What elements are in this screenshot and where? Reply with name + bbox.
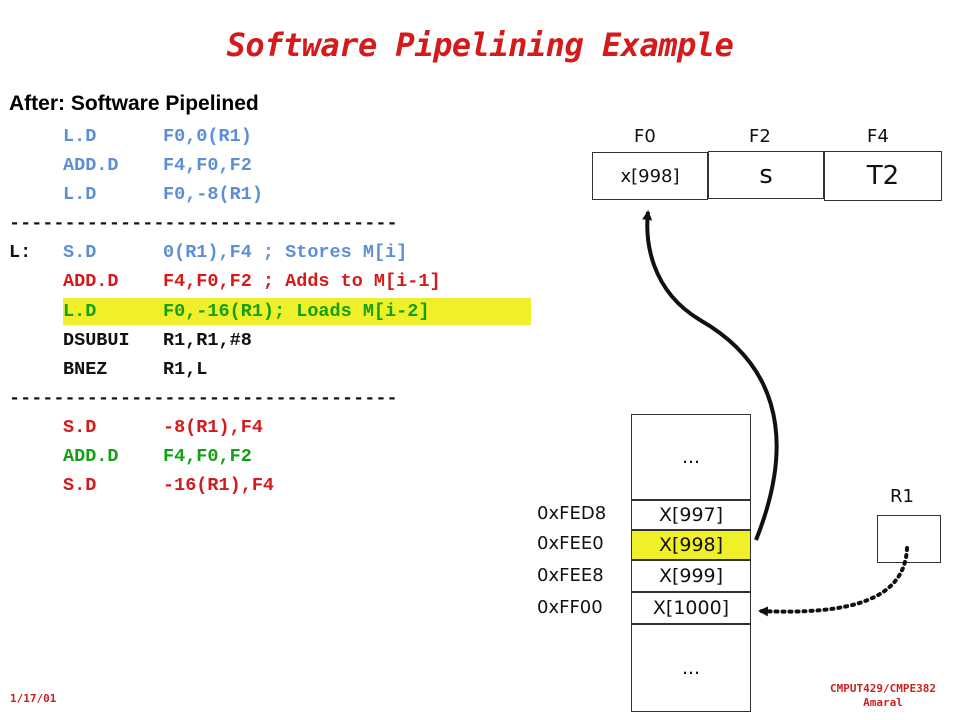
highlight-bar (63, 297, 531, 325)
register-f0: x[998] (592, 152, 708, 200)
code-line-highlighted: L.D F0,-16(R1); Loads M[i-2] (9, 297, 531, 326)
code-args: F4,F0,F2 (163, 446, 252, 468)
memory-cell: X[999] (631, 560, 751, 592)
separator-text: ----------------------------------- (9, 213, 398, 235)
register-f2: s (708, 151, 824, 199)
code-line: L: S.D 0(R1),F4 ; Stores M[i] (9, 238, 407, 267)
footer-date: 1/17/01 (10, 692, 57, 705)
code-args: 0(R1),F4 ; Stores M[i] (163, 242, 408, 264)
code-args: F4,F0,F2 ; Adds to M[i-1] (163, 271, 441, 293)
code-line: S.D -16(R1),F4 (9, 471, 274, 500)
code-op: BNEZ (63, 358, 108, 380)
register-label-f0: F0 (634, 126, 656, 147)
memory-cell: X[1000] (631, 592, 751, 624)
register-label-f4: F4 (867, 126, 889, 147)
memory-ellipsis-top: ... (631, 414, 751, 500)
page-title: Software Pipelining Example (226, 26, 734, 64)
code-args: R1,L (163, 358, 208, 380)
code-args: -16(R1),F4 (163, 475, 275, 497)
section-subtitle: After: Software Pipelined (9, 92, 259, 115)
code-op: S.D (63, 475, 97, 497)
code-op: DSUBUI (63, 329, 130, 351)
code-line: ADD.D F4,F0,F2 (9, 151, 252, 180)
code-args: F0,0(R1) (163, 126, 252, 147)
footer-course: CMPUT429/CMPE382 (830, 682, 936, 695)
code-line: S.D -8(R1),F4 (9, 413, 263, 442)
code-listing: L.D F0,0(R1) ADD.D F4,F0,F2 L.D F0,-8(R1… (9, 122, 531, 500)
memory-cell: X[997] (631, 500, 751, 530)
code-line: ADD.D F4,F0,F2 ; Adds to M[i-1] (9, 267, 441, 296)
code-op: S.D (63, 242, 97, 264)
memory-address: 0xFEE0 (537, 533, 604, 554)
code-op: ADD.D (63, 446, 119, 468)
code-label: L: (9, 242, 32, 264)
code-op: L.D (63, 184, 97, 206)
code-line: L.D F0,-8(R1) (9, 180, 263, 209)
register-r1 (877, 515, 941, 563)
separator-text: ----------------------------------- (9, 387, 398, 409)
code-op: ADD.D (63, 271, 119, 293)
code-line: L.D F0,0(R1) (9, 122, 252, 151)
code-separator: ----------------------------------- (9, 384, 398, 413)
footer-author: Amaral (863, 696, 903, 709)
code-args: R1,R1,#8 (163, 329, 252, 351)
register-label-r1: R1 (890, 486, 914, 507)
code-line: BNEZ R1,L (9, 355, 207, 384)
code-args: F0,-16(R1); Loads M[i-2] (163, 300, 430, 322)
code-separator: ----------------------------------- (9, 209, 398, 238)
code-args: F4,F0,F2 (163, 155, 252, 177)
register-label-f2: F2 (749, 126, 771, 147)
register-f4: T2 (824, 151, 942, 201)
memory-cell-highlighted: X[998] (631, 530, 751, 560)
memory-address: 0xFEE8 (537, 565, 604, 586)
code-op: ADD.D (63, 155, 119, 177)
code-op: L.D (63, 300, 97, 322)
code-op: L.D (63, 126, 97, 147)
memory-address: 0xFED8 (537, 503, 607, 524)
code-args: -8(R1),F4 (163, 416, 263, 438)
code-args: F0,-8(R1) (163, 184, 263, 206)
memory-ellipsis-bottom: ... (631, 624, 751, 712)
memory-address: 0xFF00 (537, 597, 603, 618)
code-line: ADD.D F4,F0,F2 (9, 442, 252, 471)
code-op: S.D (63, 416, 97, 438)
code-line: DSUBUI R1,R1,#8 (9, 326, 252, 355)
